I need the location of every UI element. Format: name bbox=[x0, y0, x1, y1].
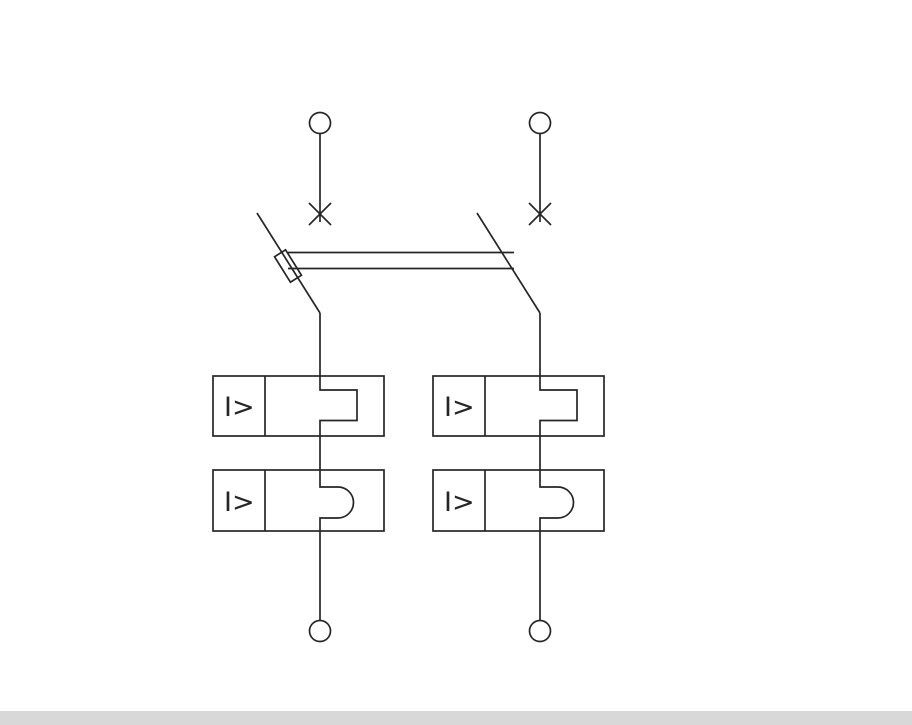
pole-1-release-1-label: I> bbox=[224, 392, 255, 423]
pole-1-release-1-box: I> bbox=[212, 375, 385, 437]
pole-1-release-2-outline bbox=[212, 469, 385, 532]
pole-2: I> I> bbox=[432, 111, 605, 643]
pole-2-switch-blade bbox=[476, 212, 541, 314]
pole-2-release-2-box: I> bbox=[432, 469, 605, 532]
pole-1-contact-x-mark bbox=[308, 202, 332, 226]
pole-1-bottom-terminal bbox=[308, 619, 332, 643]
pole-1: I> I> bbox=[212, 111, 385, 643]
pole-2-release-2-outline bbox=[432, 469, 605, 532]
pole-1-actuator-box bbox=[273, 248, 303, 284]
pole-2-release-1-element bbox=[539, 376, 578, 436]
pole-2-top-terminal bbox=[528, 111, 552, 135]
pole-2-release-2-label: I> bbox=[444, 487, 475, 518]
pole-1-release-2-label: I> bbox=[224, 487, 255, 518]
pole-1-release-1-outline bbox=[212, 375, 385, 437]
pole-2-release-1-outline bbox=[432, 375, 605, 437]
pole-2-release-1-label: I> bbox=[444, 392, 475, 423]
pole-1-release-2-element bbox=[319, 470, 355, 531]
pole-2-release-1-box: I> bbox=[432, 375, 605, 437]
mechanical-coupling-bar bbox=[288, 251, 514, 270]
pole-2-bottom-terminal bbox=[528, 619, 552, 643]
pole-1-switch-blade bbox=[256, 212, 321, 314]
footer-bar bbox=[0, 711, 912, 725]
pole-2-contact-x-mark bbox=[528, 202, 552, 226]
pole-1-top-terminal bbox=[308, 111, 332, 135]
pole-1-release-1-element bbox=[319, 376, 358, 436]
pole-1-release-2-box: I> bbox=[212, 469, 385, 532]
pole-2-release-2-element bbox=[539, 470, 575, 531]
